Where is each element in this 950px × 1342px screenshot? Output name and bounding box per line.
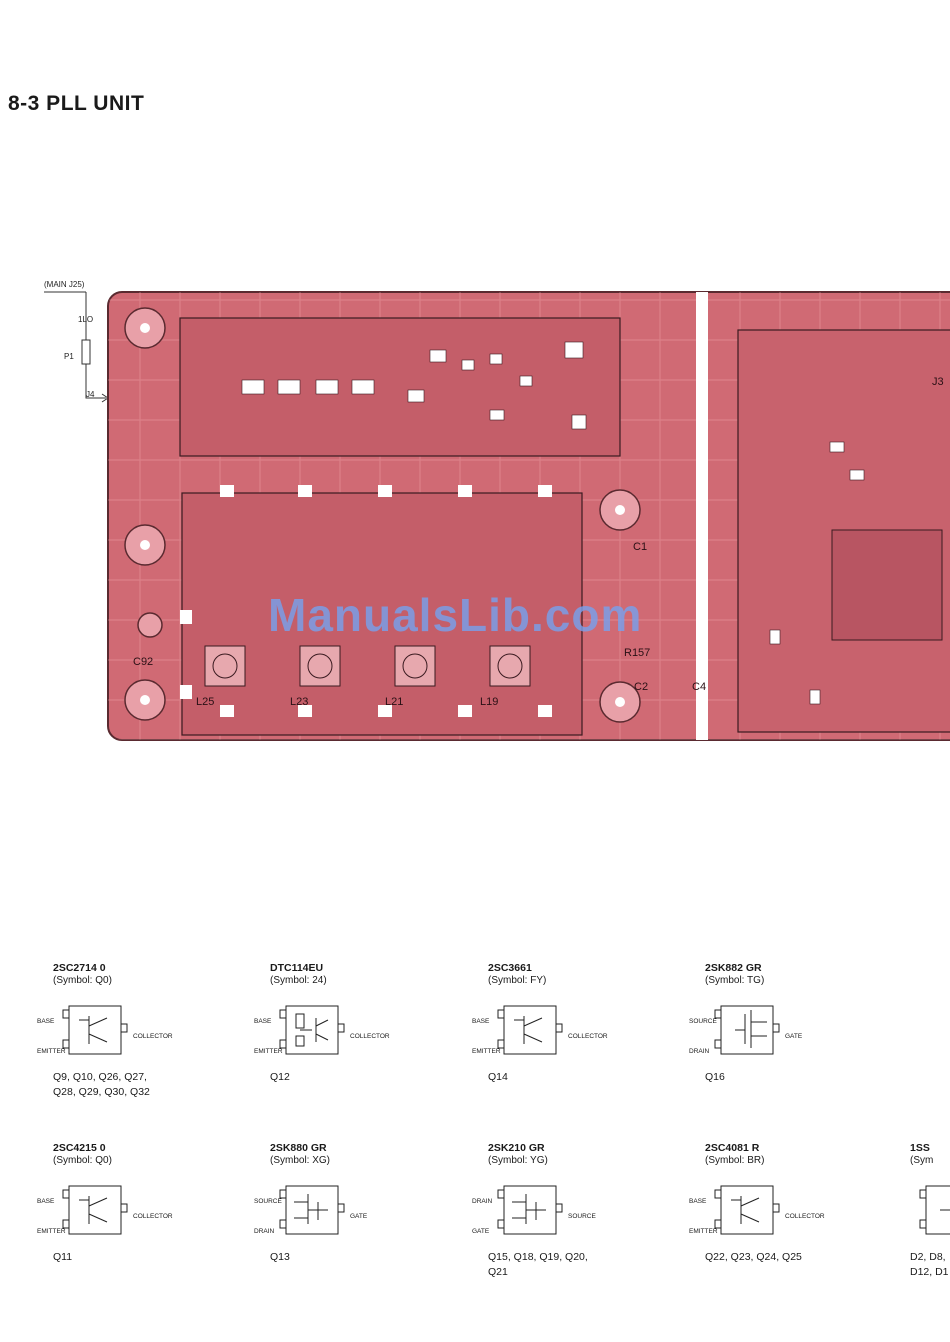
pin-label-left-bottom: EMITTER [37,1048,66,1055]
pin-label-left-top: BASE [472,1018,490,1025]
label-l19: L19 [480,696,498,708]
component-usage-line: Q21 [488,1266,508,1278]
label-r157: R157 [624,647,650,659]
component-usage: Q11 [53,1250,273,1265]
component-symbol-code: (Symbol: Q0) [53,975,112,986]
pin-label-left-top: BASE [37,1018,55,1025]
label-j3: J3 [932,376,944,388]
component-symbol-diagram: BASE EMITTER COLLECTOR [37,1000,273,1060]
component-block: 2SC4215 0(Symbol: Q0) BASE EMITTER COLLECTO… [37,1142,273,1265]
component-usage: Q16 [705,1070,925,1085]
component-usage-line: Q22, Q23, Q24, Q25 [705,1251,802,1263]
component-usage-line: Q15, Q18, Q19, Q20, [488,1251,588,1263]
component-usage-line: Q9, Q10, Q26, Q27, [53,1071,147,1083]
component-symbol-code: (Symbol: 24) [270,975,327,986]
pin-label-right: GATE [350,1213,368,1220]
label-c2: C2 [634,681,648,693]
component-symbol-code: (Symbol: XG) [270,1155,331,1166]
component-symbol-code: (Symbol: Q0) [53,1155,112,1166]
component-block: 2SC2714 0(Symbol: Q0) BASE EMITTER COLLECTO… [37,962,273,1100]
pin-label-right: COLLECTOR [133,1033,173,1040]
component-symbol-diagram: DRAIN GATE SOURCE [472,1180,708,1240]
component-usage: Q13 [270,1250,490,1265]
component-symbol-code: (Sym [910,1155,934,1166]
pin-label-right: COLLECTOR [785,1213,825,1220]
component-block: 2SK210 GR(Symbol: YG) DRAIN GATE SOURCE Q15,… [472,1142,708,1280]
component-part-number: 2SC2714 0 [53,962,106,974]
component-part-number: DTC114EU [270,962,324,974]
component-block: 2SK880 GR(Symbol: XG) SOURCE DRAIN GATE Q13 [254,1142,490,1265]
pin-label-left-bottom: EMITTER [37,1228,66,1235]
pin-label-right: COLLECTOR [133,1213,173,1220]
connector-jack-label: J4 [86,390,95,399]
component-part-number: 2SC4081 R [705,1142,760,1154]
component-block: 2SK882 GR(Symbol: TG) SOURCE DRAIN GATE Q16 [689,962,925,1085]
component-usage-line: Q16 [705,1071,725,1083]
component-block: 2SC4081 R(Symbol: BR) BASE EMITTER COLLECTO… [689,1142,925,1265]
component-symbol-diagram: SOURCE DRAIN GATE [254,1180,490,1240]
page-title: 8-3 PLL UNIT [8,92,145,115]
pin-label-left-top: BASE [37,1198,55,1205]
component-block: 2SC3661(Symbol: FY) BASE EMITTER COLLECTOR Q… [472,962,708,1085]
pin-label-right: GATE [785,1033,803,1040]
component-symbol-code: (Symbol: BR) [705,1155,765,1166]
pin-label-left-bottom: EMITTER [254,1048,283,1055]
pin-label-right: COLLECTOR [350,1033,390,1040]
component-part-number: 2SC4215 0 [53,1142,106,1154]
pin-label-left-top: BASE [689,1198,707,1205]
pin-label-left-bottom: EMITTER [689,1228,718,1235]
label-l25: L25 [196,696,214,708]
component-usage-line: Q12 [270,1071,290,1083]
watermark-text: ManualsLib.com [268,589,643,641]
component-usage-line: Q11 [53,1251,73,1263]
component-usage-line: Q28, Q29, Q30, Q32 [53,1086,150,1098]
pin-label-left-bottom: DRAIN [254,1228,275,1235]
label-l23: L23 [290,696,308,708]
label-c4: C4 [692,681,706,693]
connector-plug-label: P1 [64,352,74,361]
component-usage: D2, D8, D12, D1 [910,1250,950,1280]
component-usage: Q14 [488,1070,708,1085]
pcb-board-diagram: L25 L23 L21 L19 C92 C1 C2 C4 R157 J3 [107,291,950,741]
component-part-number: 2SK882 GR [705,962,762,974]
component-block: DTC114EU(Symbol: 24) BASE EMITTER COLLECTOR… [254,962,490,1085]
connector-wire [44,291,109,403]
component-part-number: 1SS [910,1142,930,1154]
component-symbol-code: (Symbol: FY) [488,975,547,986]
pin-label-right: SOURCE [568,1213,596,1220]
component-usage: Q9, Q10, Q26, Q27, Q28, Q29, Q30, Q32 [53,1070,273,1100]
component-part-number: 2SK210 GR [488,1142,545,1154]
component-usage: Q15, Q18, Q19, Q20, Q21 [488,1250,708,1280]
label-c92: C92 [133,656,153,668]
label-c1: C1 [633,541,647,553]
pin-label-left-top: DRAIN [472,1198,493,1205]
component-usage-line: Q13 [270,1251,290,1263]
connector-source-label: (MAIN J25) [44,280,85,289]
component-part-number: 2SC3661 [488,962,532,974]
component-symbol-diagram [910,1180,950,1240]
component-usage: Q22, Q23, Q24, Q25 [705,1250,925,1265]
component-symbol-diagram: BASE EMITTER COLLECTOR [37,1180,273,1240]
label-l21: L21 [385,696,403,708]
pin-label-left-top: SOURCE [254,1198,282,1205]
pin-label-right: COLLECTOR [568,1033,608,1040]
component-part-number: 2SK880 GR [270,1142,327,1154]
pin-label-left-top: SOURCE [689,1018,717,1025]
component-symbol-diagram: BASE EMITTER COLLECTOR [472,1000,708,1060]
component-symbol-code: (Symbol: YG) [488,1155,548,1166]
component-symbol-diagram: BASE EMITTER COLLECTOR [689,1180,925,1240]
component-usage-line: D12, D1 [910,1266,949,1278]
pin-label-left-top: BASE [254,1018,272,1025]
component-usage-line: Q14 [488,1071,508,1083]
pin-label-left-bottom: DRAIN [689,1048,710,1055]
pin-label-left-bottom: EMITTER [472,1048,501,1055]
component-symbol-code: (Symbol: TG) [705,975,765,986]
pin-label-left-bottom: GATE [472,1228,490,1235]
component-symbol-diagram: SOURCE DRAIN GATE [689,1000,925,1060]
component-usage: Q12 [270,1070,490,1085]
component-usage-line: D2, D8, [910,1251,946,1263]
component-symbol-diagram: BASE EMITTER COLLECTOR [254,1000,490,1060]
